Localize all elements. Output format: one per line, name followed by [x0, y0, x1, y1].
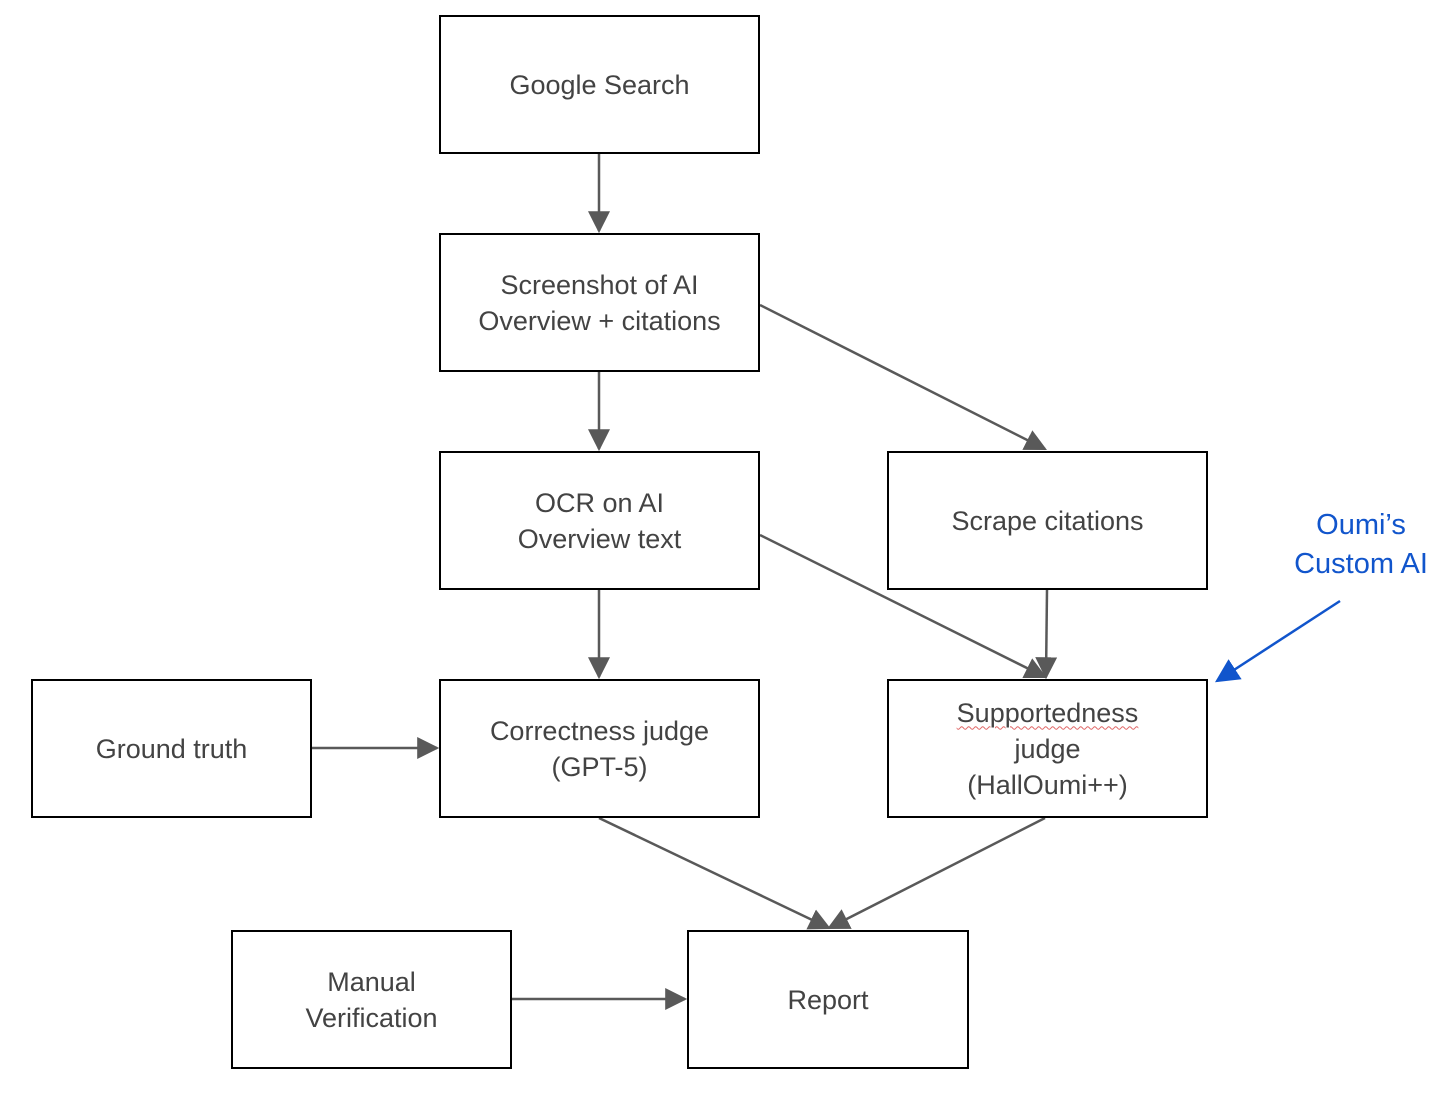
supportedness-label-line-3: (HallOumi++)	[967, 769, 1128, 800]
ground-truth-box: Ground truth	[31, 679, 312, 818]
screenshot-label-line-1: Screenshot of AI	[500, 269, 699, 300]
annotation-line-1: Oumi’s	[1316, 509, 1406, 541]
manual-label-line-2: Verification	[305, 1002, 438, 1033]
correctness-label-line-2: (GPT-5)	[551, 751, 648, 782]
arrow-scrape-to-supportedness	[1035, 589, 1058, 680]
annotation-arrow	[1214, 599, 1341, 683]
ocr-label-line-1: OCR on AI	[534, 487, 665, 518]
screenshot-box: Screenshot of AI Overview + citations	[439, 233, 760, 372]
ocr-box: OCR on AI Overview text	[439, 451, 760, 590]
scrape-citations-label: Scrape citations	[951, 505, 1144, 536]
arrow-correctness-to-report	[598, 816, 831, 930]
supportedness-label-line-1: Supportedness	[956, 697, 1139, 728]
correctness-label-line-1: Correctness judge	[489, 715, 710, 746]
arrow-ocr-to-supportedness	[759, 533, 1047, 679]
google-search-box: Google Search	[439, 15, 760, 154]
correctness-judge-box: Correctness judge (GPT-5)	[439, 679, 760, 818]
manual-verification-box: Manual Verification	[231, 930, 512, 1069]
scrape-citations-box: Scrape citations	[887, 451, 1208, 590]
supportedness-label-line-2: judge	[1014, 733, 1081, 764]
annotation-line-2: Custom AI	[1294, 548, 1428, 580]
supportedness-judge-box: Supportedness judge (HallOumi++)	[887, 679, 1208, 818]
arrow-supportedness-to-report	[827, 816, 1046, 930]
ground-truth-label: Ground truth	[95, 733, 248, 764]
manual-label-line-1: Manual	[327, 966, 416, 997]
arrow-screenshot-to-scrape	[759, 303, 1047, 451]
custom-ai-annotation: Oumi’s Custom AI	[1270, 506, 1452, 584]
report-box: Report	[687, 930, 969, 1069]
google-search-label: Google Search	[509, 69, 690, 100]
ocr-label-line-2: Overview text	[517, 523, 682, 554]
report-label: Report	[787, 984, 869, 1015]
screenshot-label-line-2: Overview + citations	[478, 305, 721, 336]
